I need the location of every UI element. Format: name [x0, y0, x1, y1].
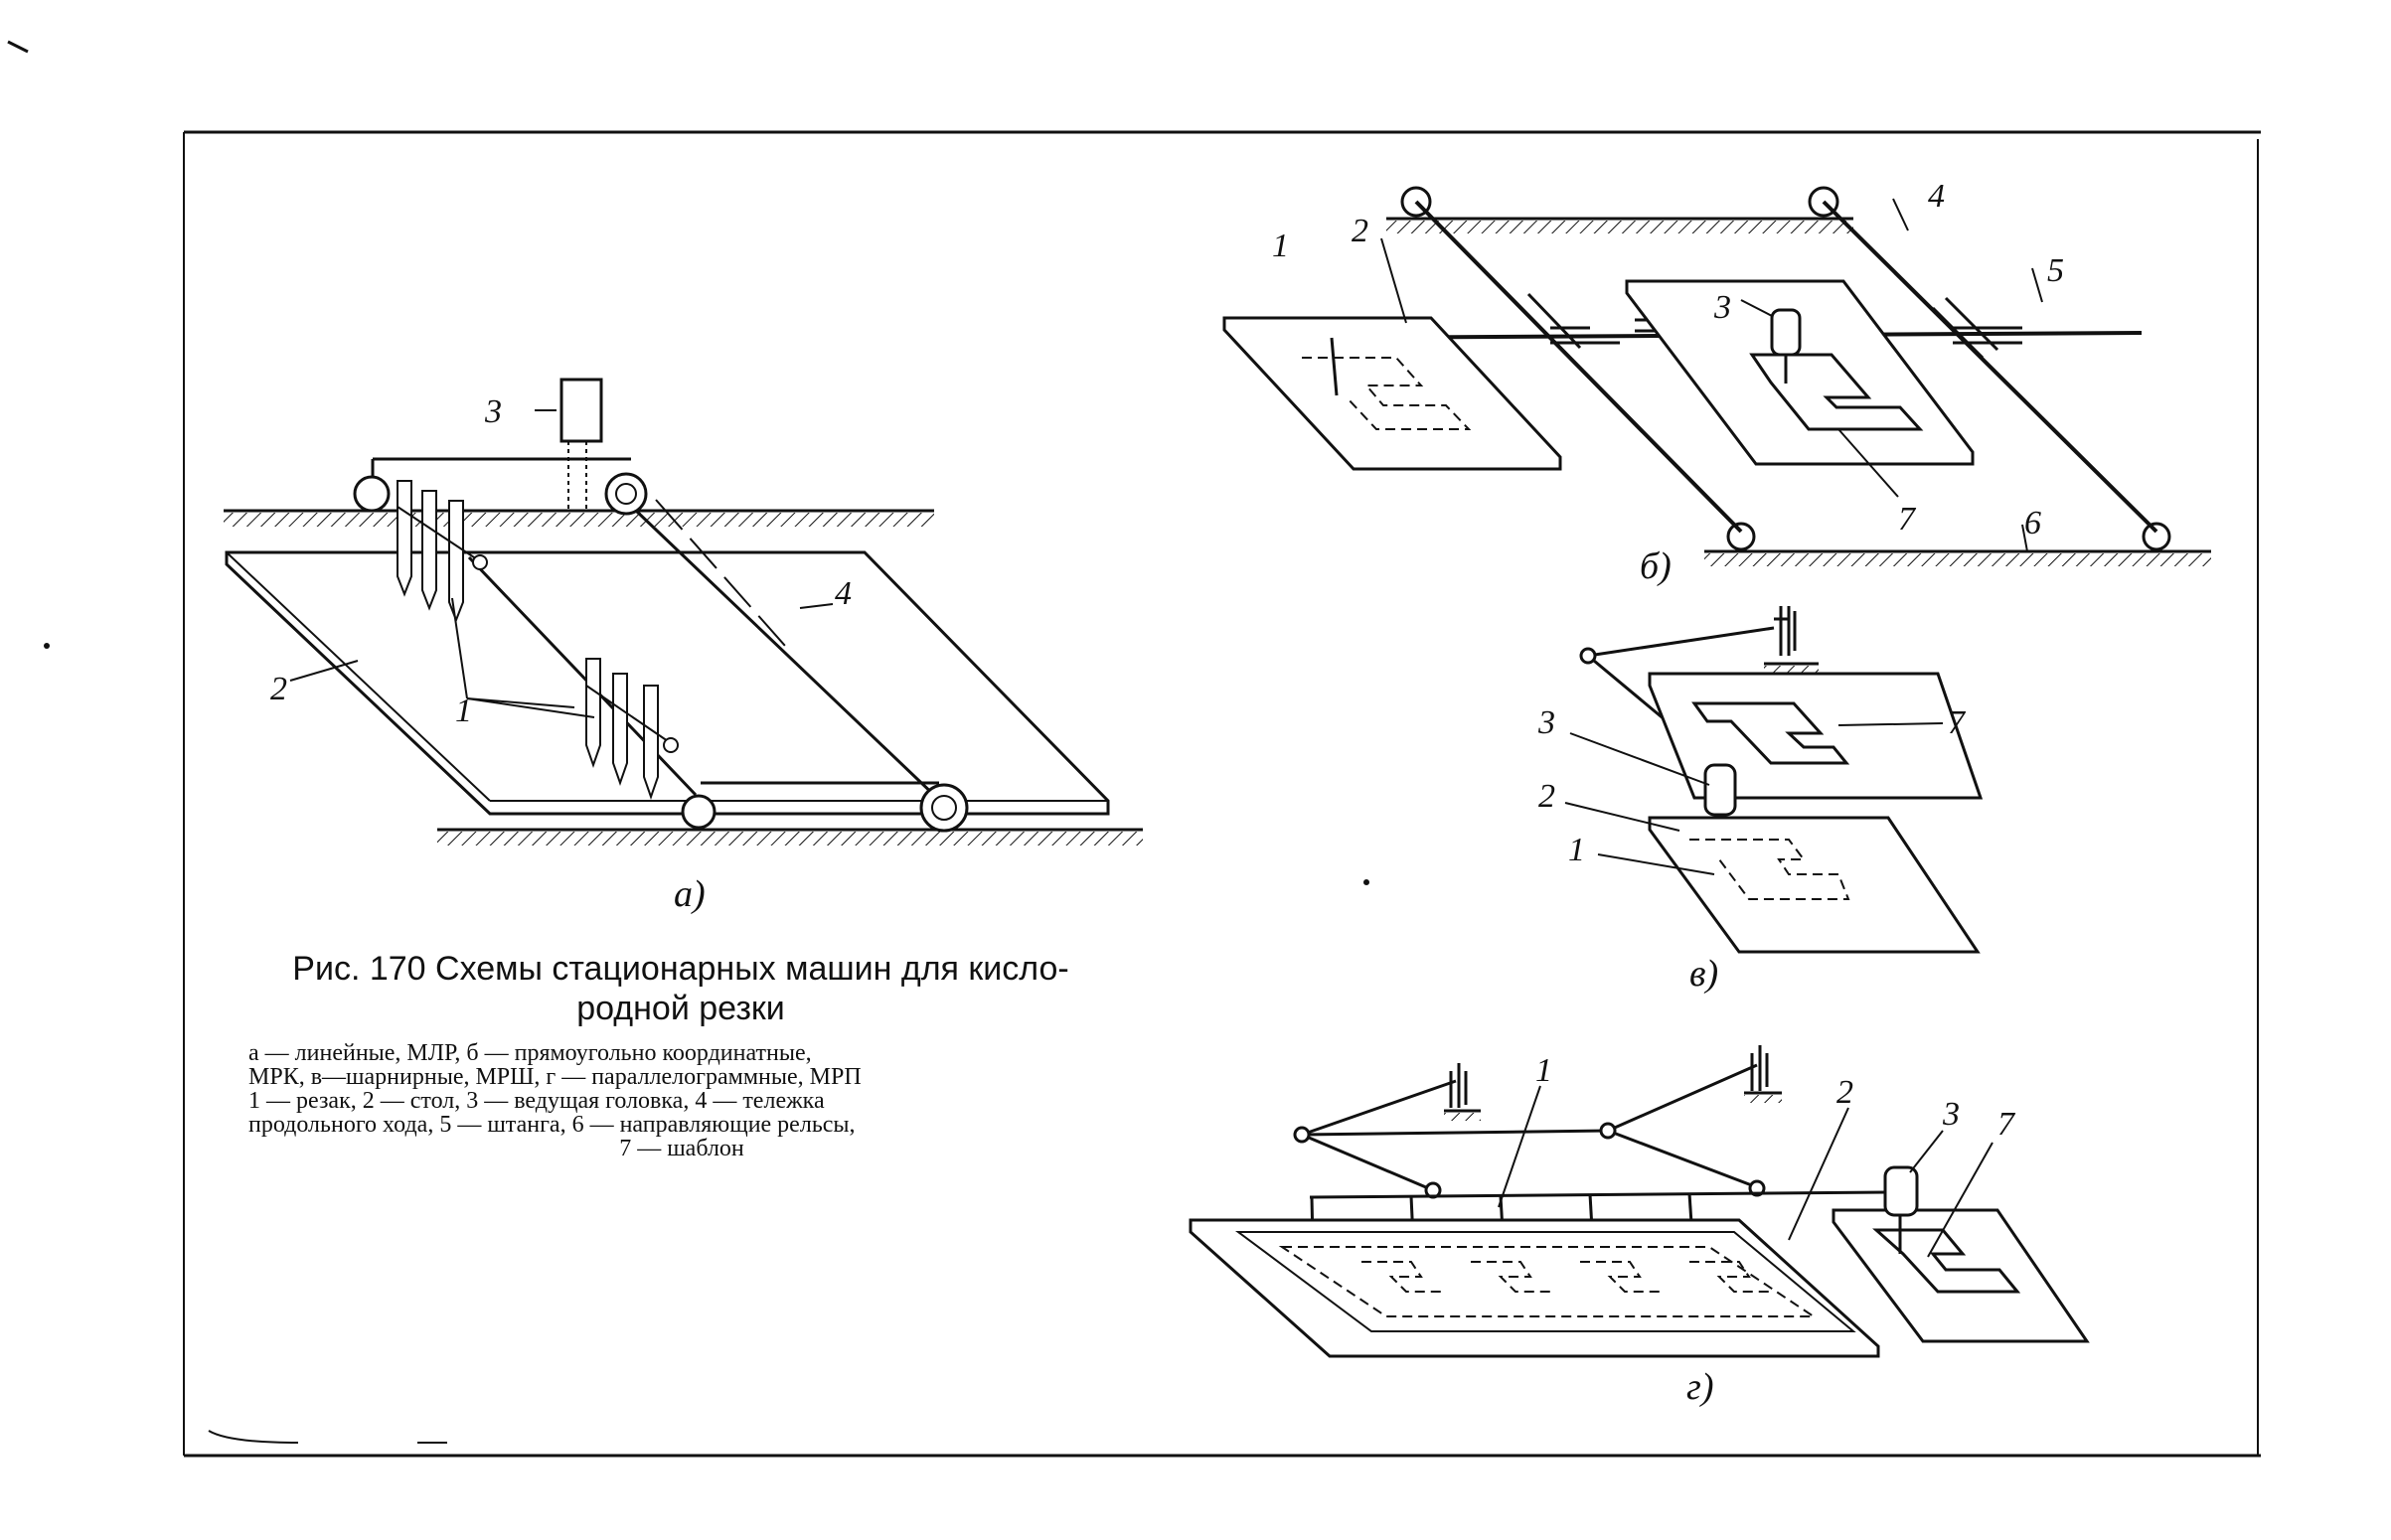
scan-mark — [7, 40, 29, 54]
figure-caption-legend: а — линейные, МЛР, б — прямоугольно коор… — [248, 1041, 1115, 1160]
big-table-2 — [1189, 1218, 1880, 1358]
panel-b-label-5: 5 — [2047, 252, 2064, 289]
panel-b-label-1: 1 — [1272, 228, 1289, 264]
figure-caption-title: Рис. 170 Схемы стационарных машин для ки… — [292, 950, 1069, 1027]
panel-b-sublabel: б) — [1640, 545, 1672, 587]
panel-b-label-7: 7 — [1898, 501, 1917, 538]
scan-dot — [44, 643, 50, 649]
panel-b-label-2: 2 — [1352, 213, 1368, 249]
panel-g-label-7: 7 — [1997, 1106, 2016, 1143]
panel-a — [224, 378, 1143, 846]
lead-head-3 — [559, 378, 603, 443]
panel-a-label-2: 2 — [270, 671, 287, 707]
caption-line: 7 — шаблон — [619, 1136, 744, 1161]
template-7 — [1749, 353, 1924, 431]
panel-v-sublabel: в) — [1689, 953, 1718, 995]
panel-b-label-4: 4 — [1928, 178, 1945, 215]
panel-v — [1564, 606, 1984, 954]
panel-v-label-2: 2 — [1538, 778, 1555, 815]
panel-b-label-6: 6 — [2024, 505, 2041, 541]
scan-dot — [1363, 879, 1369, 885]
caption-line: 1 — резак, 2 — стол, 3 — ведущая головка… — [248, 1088, 825, 1114]
figure-frame — [183, 130, 2261, 1458]
panel-g — [1189, 1045, 2090, 1358]
panel-v-label-3: 3 — [1537, 704, 1555, 741]
panel-a-label-4: 4 — [835, 575, 852, 612]
panel-v-label-1: 1 — [1568, 832, 1585, 868]
panel-g-label-1: 1 — [1535, 1052, 1552, 1089]
panel-g-label-3: 3 — [1942, 1096, 1960, 1133]
panel-a-label-1: 1 — [455, 693, 472, 729]
caption-line: а — линейные, МЛР, б — прямоугольно коор… — [248, 1040, 812, 1066]
panel-v-label-7: 7 — [1948, 704, 1967, 741]
table-2 — [225, 550, 1110, 816]
panel-a-sublabel: а) — [674, 873, 706, 915]
panel-g-label-2: 2 — [1836, 1074, 1853, 1111]
caption-line: МРК, в—шарнирные, МРШ, г — параллелограм… — [248, 1064, 862, 1090]
panel-a-label-3: 3 — [484, 393, 502, 430]
panel-g-sublabel: г) — [1686, 1366, 1713, 1408]
caption-line: продольного хода, 5 — штанга, 6 — направ… — [248, 1112, 856, 1138]
panel-b-label-3: 3 — [1713, 289, 1731, 326]
table-2b — [1222, 316, 1562, 471]
panel-b — [1222, 186, 2211, 566]
